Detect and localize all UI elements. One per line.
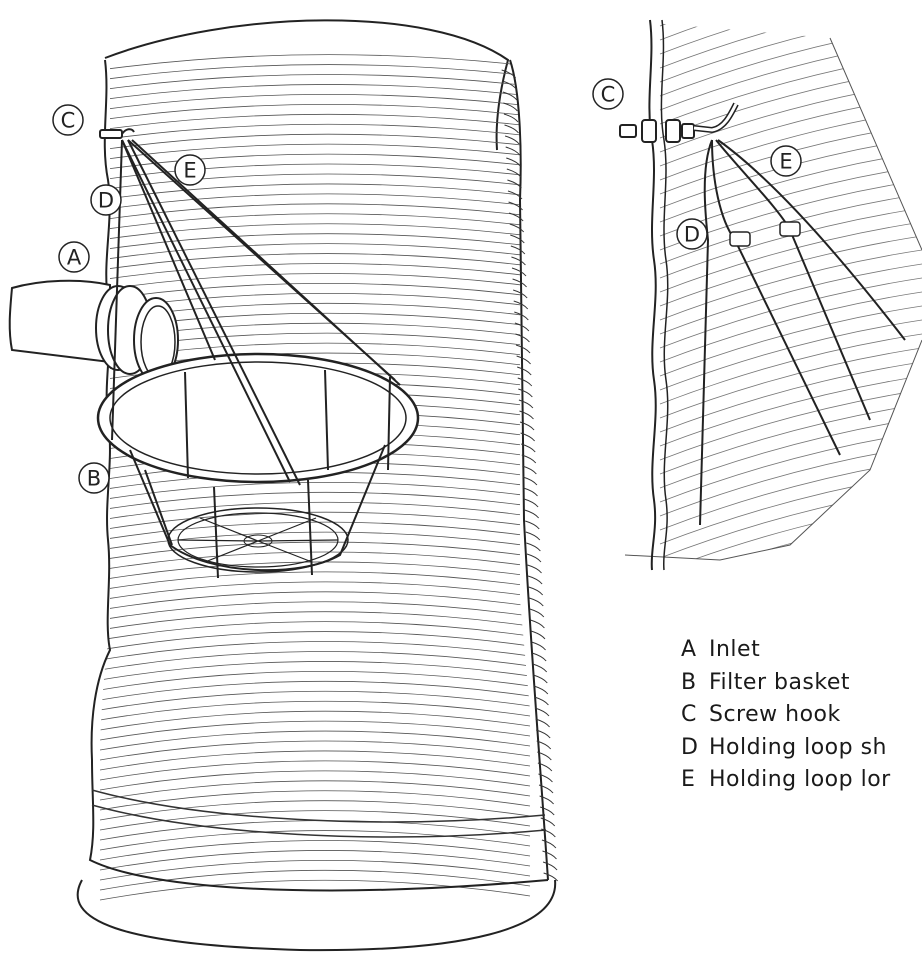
callout-e-detail: E (770, 145, 802, 177)
svg-text:D: D (684, 223, 700, 247)
svg-text:E: E (779, 150, 792, 174)
svg-text:D: D (98, 189, 114, 213)
legend-text: Holding loop lor (709, 767, 891, 792)
callout-d-detail: D (676, 218, 708, 250)
inlet-pipe (8, 279, 179, 383)
shaft-top-rim (104, 19, 510, 151)
holding-loops (111, 139, 401, 486)
holding-loops-detail (699, 139, 906, 526)
callout-b-main: B (78, 462, 110, 494)
callout-a-main: A (58, 241, 90, 273)
legend-text: Holding loop sh (709, 734, 887, 760)
legend-text: Screw hook (709, 702, 841, 727)
svg-text:C: C (601, 83, 616, 107)
callout-d-main: D (90, 184, 122, 216)
callout-c-main: C (52, 104, 84, 136)
shaft-base-collar (88, 759, 549, 892)
legend-text: Inlet (709, 637, 761, 662)
detail-inset-border (624, 37, 922, 561)
legend-item-a: A Inlet (681, 636, 922, 669)
legend-item-d: D Holding loop sh (681, 734, 922, 767)
loop-clamp-detail (729, 221, 801, 247)
callout-e-main: E (174, 154, 206, 186)
svg-text:C: C (61, 109, 76, 133)
detail-wall-outer (648, 19, 657, 571)
callout-c-detail: C (592, 78, 624, 110)
svg-text:B: B (87, 467, 101, 491)
legend-letter: B (681, 669, 697, 695)
shaft-base-flange (76, 879, 557, 952)
detail-inset: C D E (592, 19, 922, 571)
screw-hook (99, 128, 135, 139)
legend-letter: D (681, 734, 699, 760)
legend-item-e: E Holding loop lor (681, 766, 922, 799)
svg-text:E: E (183, 159, 196, 183)
legend-item-b: B Filter basket (681, 669, 922, 702)
legend-text: Filter basket (709, 669, 851, 695)
legend-letter: A (681, 637, 697, 662)
legend-item-c: C Screw hook (681, 701, 922, 734)
detail-wall-inner (660, 19, 669, 571)
legend: A Inlet B Filter basket C Screw hook D Holdi… (681, 636, 922, 799)
screw-hook-detail (619, 102, 739, 143)
legend-letter: C (681, 702, 697, 727)
shaft-right-wall (509, 59, 549, 881)
filter-basket (96, 352, 420, 579)
legend-letter: E (681, 767, 696, 792)
svg-text:A: A (67, 246, 82, 270)
